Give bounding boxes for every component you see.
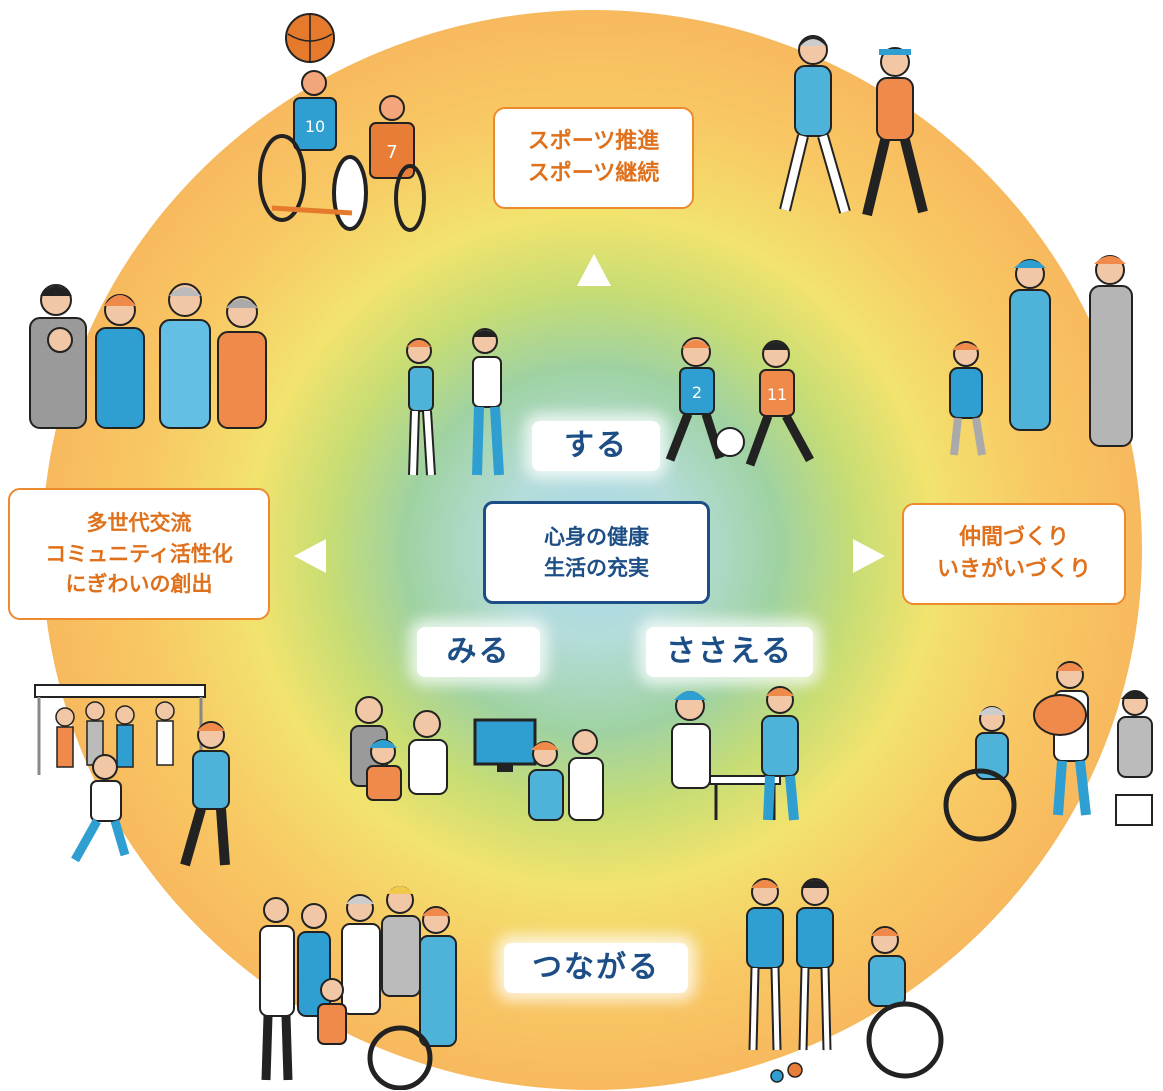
jersey-10: 10 xyxy=(305,117,325,136)
jersey-7: 7 xyxy=(386,142,397,163)
watching-sports-illustration xyxy=(335,670,615,830)
volunteer-support-illustration xyxy=(650,680,830,830)
inclusive-recreation-illustration xyxy=(940,655,1160,855)
top-goal-box: スポーツ推進 スポーツ継続 xyxy=(493,107,694,209)
family-outing-illustration xyxy=(930,250,1150,460)
right-goal-line2: いきがいづくり xyxy=(936,557,1091,582)
jersey-2: 2 xyxy=(692,383,702,402)
left-goal-line1: 多世代交流 xyxy=(86,511,192,536)
walking-couple-illustration xyxy=(755,30,955,230)
kids-soccer-illustration: 2 11 xyxy=(650,330,830,480)
label-miru: みる xyxy=(417,627,540,677)
label-suru: する xyxy=(532,421,660,471)
left-goal-box: 多世代交流 コミュニティ活性化 にぎわいの創出 xyxy=(8,488,270,620)
diverse-community-group-illustration xyxy=(250,880,470,1090)
stretching-exercise-illustration xyxy=(395,315,535,485)
top-goal-line2: スポーツ継続 xyxy=(527,161,660,186)
multigeneration-family-illustration xyxy=(20,270,270,430)
center-goal-line2: 生活の充実 xyxy=(544,555,649,580)
wheelchair-basketball-illustration: 10 7 xyxy=(242,8,442,238)
boccia-game-illustration xyxy=(725,870,955,1085)
right-goal-box: 仲間づくり いきがいづくり xyxy=(902,503,1126,605)
jersey-11: 11 xyxy=(767,385,787,404)
right-arrow-icon xyxy=(853,539,885,573)
top-goal-line1: スポーツ推進 xyxy=(527,129,660,155)
left-arrow-icon xyxy=(294,539,326,573)
left-goal-line3: にぎわいの創出 xyxy=(65,572,213,597)
center-goal-line1: 心身の健康 xyxy=(544,525,649,550)
up-arrow-icon xyxy=(577,254,611,286)
right-goal-line1: 仲間づくり xyxy=(958,525,1069,551)
community-festival-illustration xyxy=(25,655,255,875)
label-tsunagaru: つながる xyxy=(504,943,688,993)
label-sasaeru: ささえる xyxy=(646,627,813,677)
center-goal-box: 心身の健康 生活の充実 xyxy=(483,501,710,604)
left-goal-line2: コミュニティ活性化 xyxy=(45,541,233,566)
